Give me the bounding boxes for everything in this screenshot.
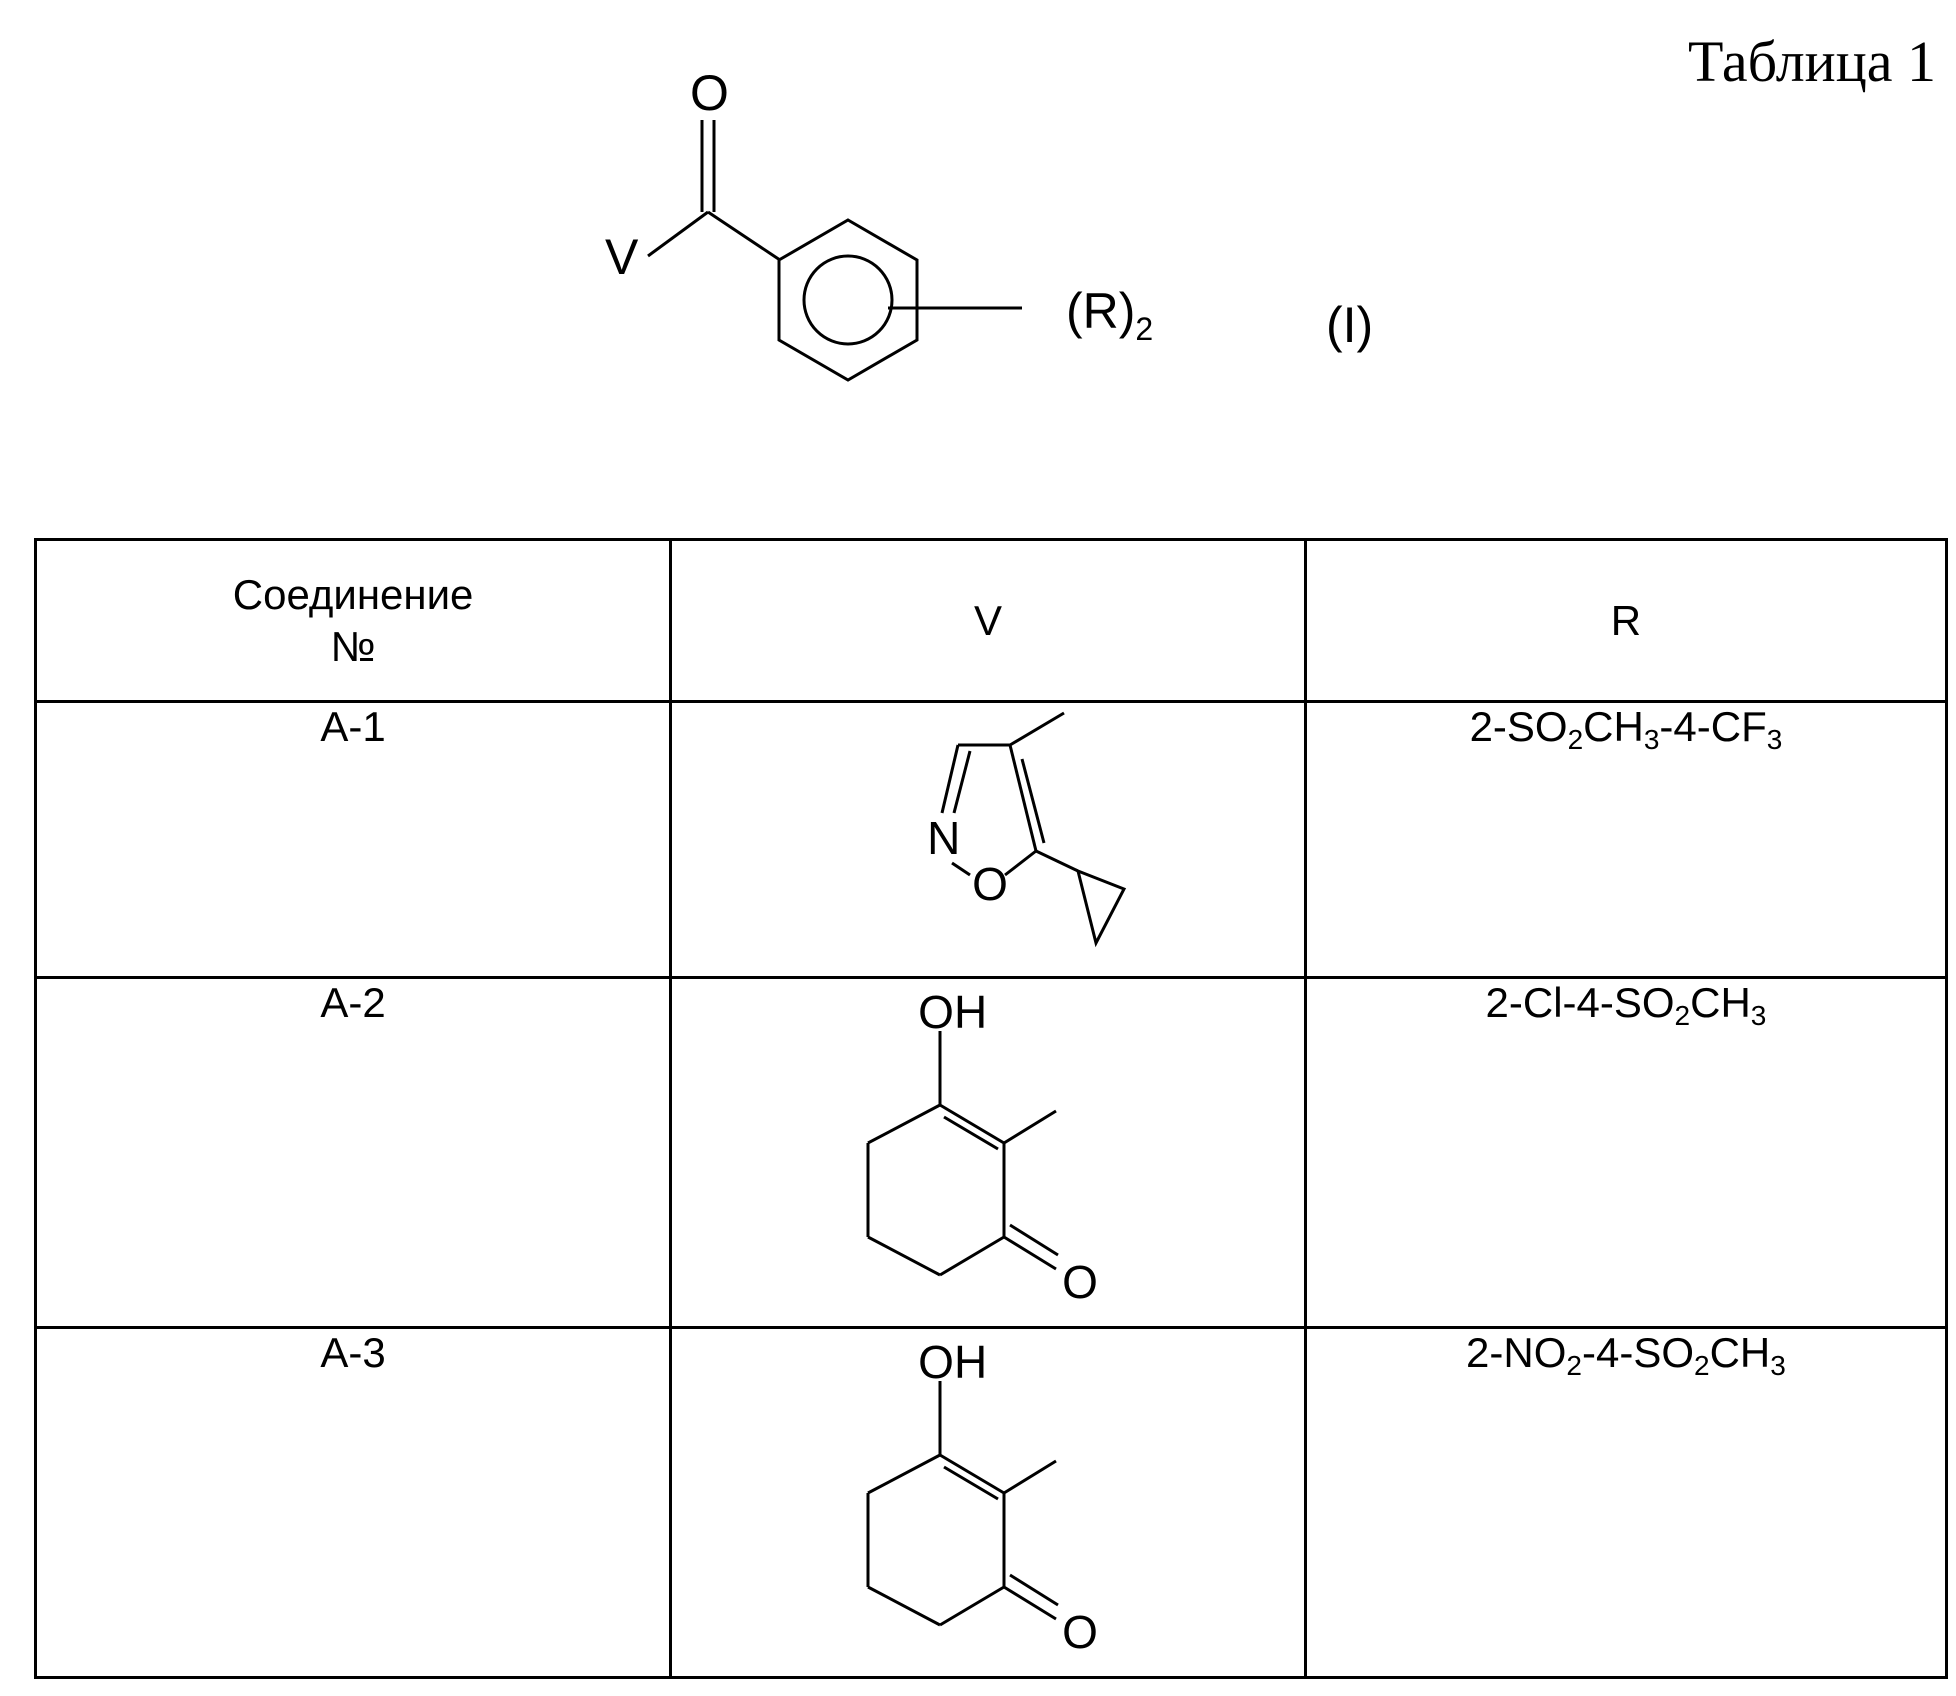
v-structure-isoxazole: N O (671, 702, 1306, 978)
header-compound-number: Соединение № (36, 540, 671, 702)
v-structure-cyclohexanedione: OH O (671, 1328, 1306, 1678)
atom-oh: OH (918, 989, 987, 1035)
r-substituent: 2-SO2CH3-4-CF3 (1305, 702, 1946, 978)
atom-n: N (927, 815, 960, 861)
table-row: A-2 OH O 2-Cl- (36, 978, 1947, 1328)
atom-o: O (1062, 1259, 1098, 1305)
formula-v-label: V (605, 232, 638, 282)
methyl-cyclohexanedione-drawing (672, 979, 1308, 1329)
atom-o: O (1062, 1609, 1098, 1655)
cyclopropyl-isoxazole-drawing (672, 703, 1308, 979)
benzoyl-structure-drawing (560, 60, 1420, 400)
table-caption: Таблица 1 (1688, 28, 1936, 95)
header-r: R (1305, 540, 1946, 702)
table-header-row: Соединение № V R (36, 540, 1947, 702)
atom-o: O (972, 861, 1008, 907)
formula-number: (I) (1326, 300, 1373, 350)
compound-id: A-3 (36, 1328, 671, 1678)
formula-carbonyl-oxygen: O (690, 68, 729, 118)
table-row: A-1 N O 2-SO2CH3-4-CF3 (36, 702, 1947, 978)
table-row: A-3 OH O 2-NO2 (36, 1328, 1947, 1678)
r-substituent: 2-NO2-4-SO2CH3 (1305, 1328, 1946, 1678)
compound-id: A-2 (36, 978, 671, 1328)
general-formula: O V (R)2 (I) (560, 60, 1420, 400)
methyl-cyclohexanedione-drawing (672, 1329, 1308, 1679)
header-v: V (671, 540, 1306, 702)
atom-oh: OH (918, 1339, 987, 1385)
v-structure-cyclohexanedione: OH O (671, 978, 1306, 1328)
r-substituent: 2-Cl-4-SO2CH3 (1305, 978, 1946, 1328)
formula-substituent-label: (R)2 (1066, 286, 1153, 345)
compound-id: A-1 (36, 702, 671, 978)
compound-table: Соединение № V R A-1 (34, 538, 1948, 1679)
